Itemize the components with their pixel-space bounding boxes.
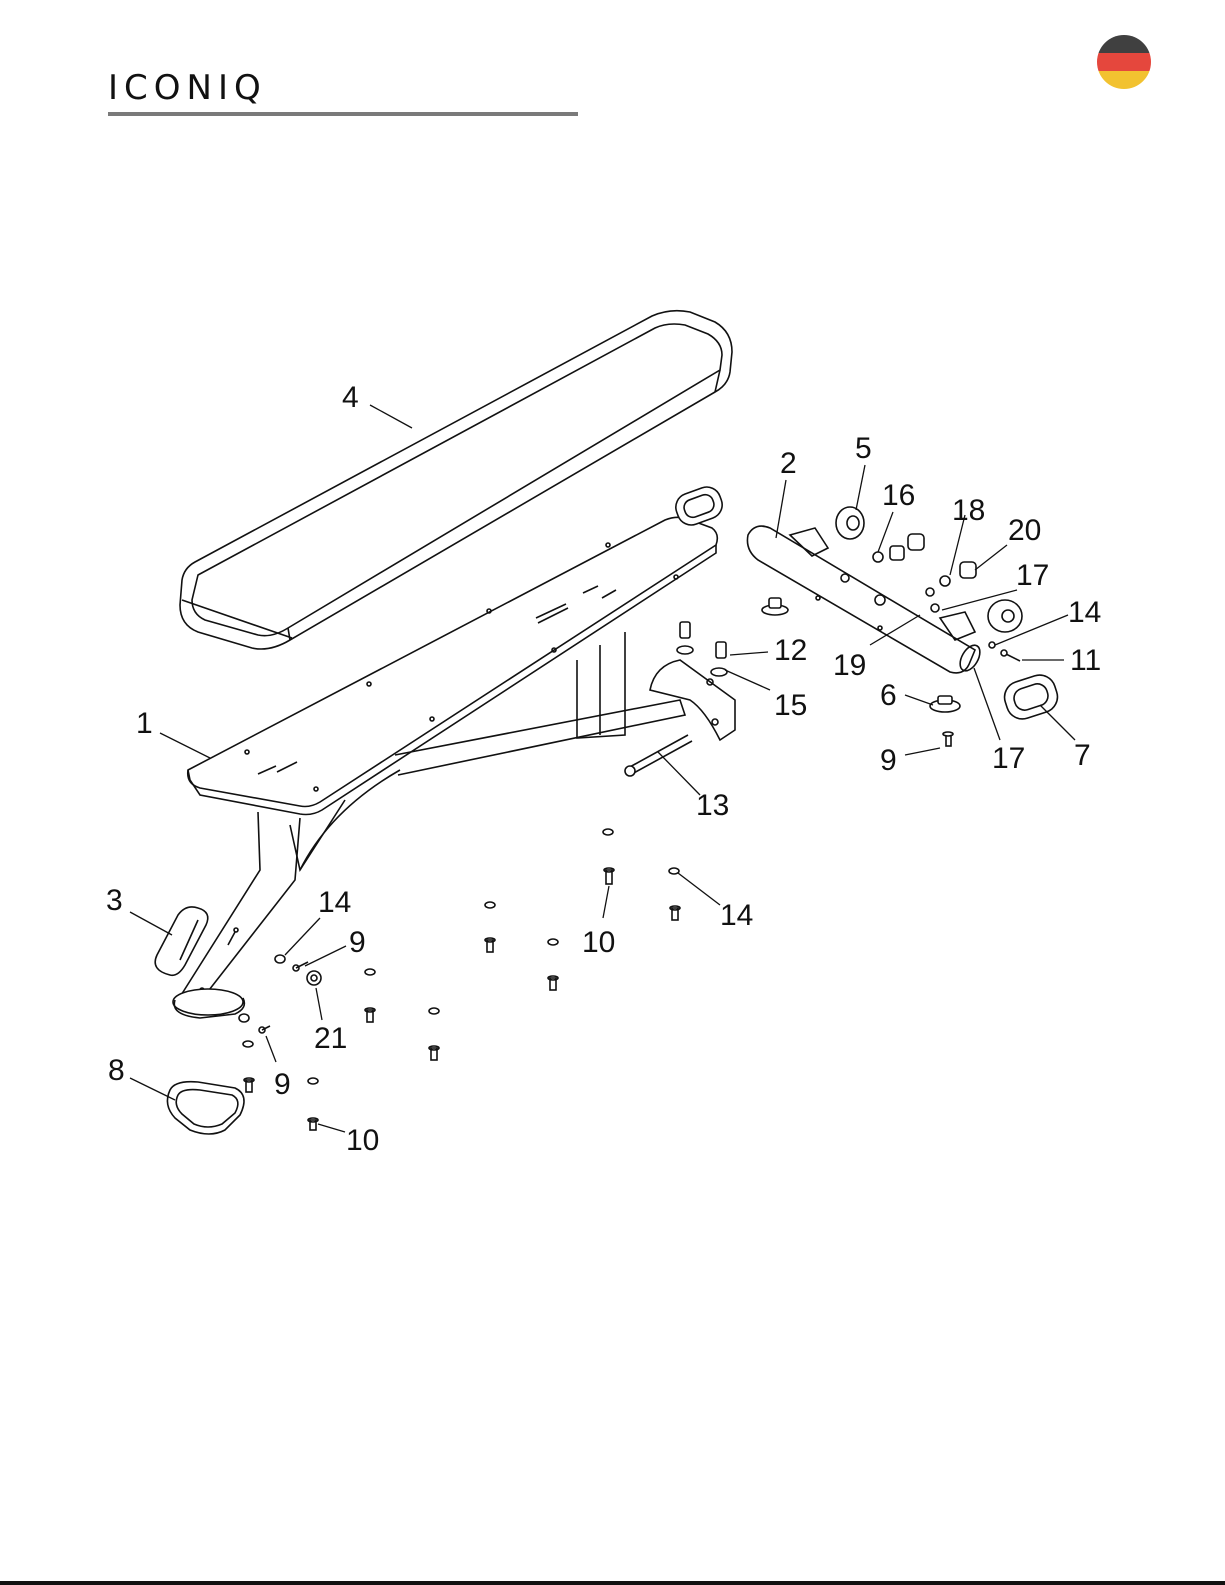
callout-9-lower: 9 <box>274 1068 291 1101</box>
callout-3: 3 <box>106 884 123 917</box>
callout-9-right: 9 <box>880 744 897 777</box>
pivot-bolt <box>625 735 692 776</box>
callout-7: 7 <box>1074 739 1091 772</box>
callout-12: 12 <box>774 634 807 667</box>
callout-20: 20 <box>1008 514 1041 547</box>
callout-1: 1 <box>136 707 153 740</box>
callout-15: 15 <box>774 689 807 722</box>
bench-pad <box>180 311 732 649</box>
callout-10-center: 10 <box>582 926 615 959</box>
callout-4: 4 <box>342 381 359 414</box>
callout-2: 2 <box>780 447 797 480</box>
callout-17-upper: 17 <box>1016 559 1049 592</box>
footer-rule <box>0 1581 1225 1585</box>
rear-bracket <box>650 622 735 740</box>
callout-5: 5 <box>855 432 872 465</box>
callout-13: 13 <box>696 789 729 822</box>
callout-9-left: 9 <box>349 926 366 959</box>
callout-11: 11 <box>1070 644 1101 677</box>
callout-6: 6 <box>880 679 897 712</box>
callout-19: 19 <box>833 649 866 682</box>
callout-21: 21 <box>314 1022 347 1055</box>
callout-8: 8 <box>108 1054 125 1087</box>
callout-14-right: 14 <box>1068 596 1101 629</box>
callout-17-lower: 17 <box>992 742 1025 775</box>
callout-14-center: 14 <box>720 899 753 932</box>
callout-18: 18 <box>952 494 985 527</box>
callout-10-lower: 10 <box>346 1124 379 1157</box>
callout-14-left: 14 <box>318 886 351 919</box>
callout-16: 16 <box>882 479 915 512</box>
